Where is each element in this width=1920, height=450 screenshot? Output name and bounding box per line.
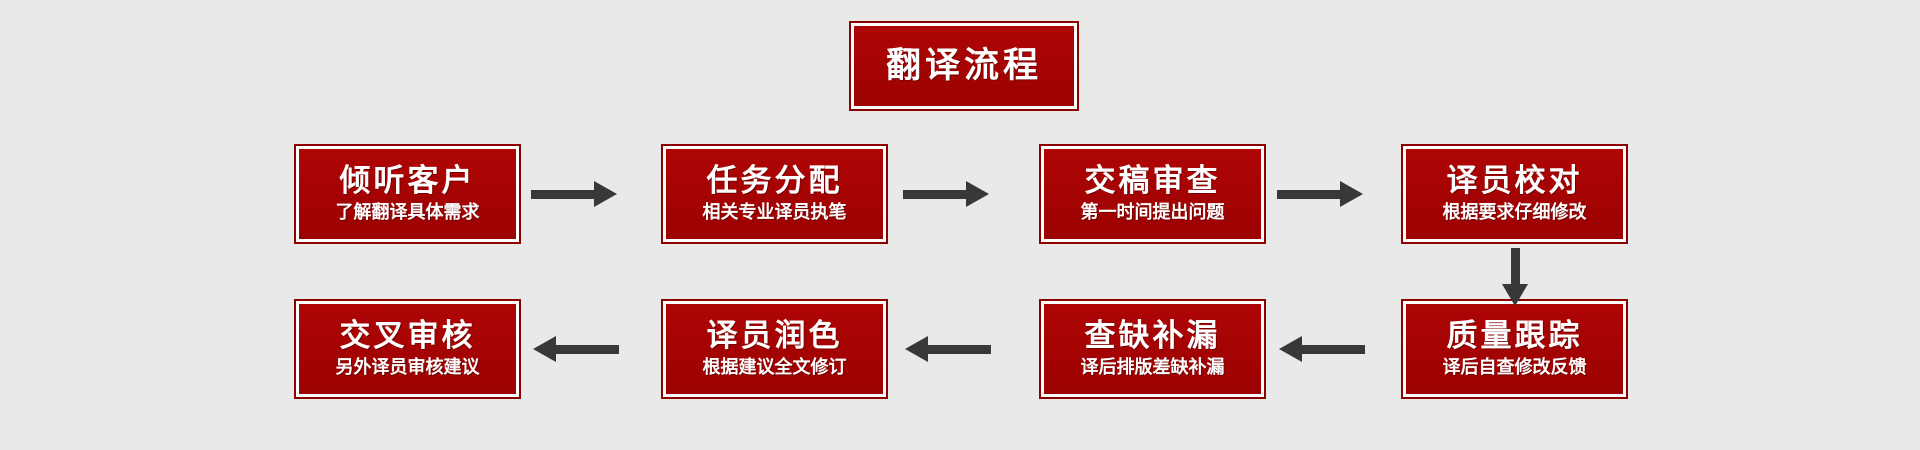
process-step-5-inner: 质量跟踪 译后自查修改反馈 [1406, 304, 1623, 394]
flowchart-title-text: 翻译流程 [885, 45, 1042, 86]
process-step-2[interactable]: 任务分配 相关专业译员执笔 [661, 144, 888, 244]
arrow-head [1340, 181, 1363, 207]
arrow-shaft [925, 345, 991, 354]
arrow-down-icon-step4-to-step5 [1502, 248, 1528, 306]
process-step-3-subtitle: 第一时间提出问题 [1080, 202, 1225, 223]
arrow-shaft [903, 190, 969, 199]
arrow-right-icon-step1-to-step2 [531, 181, 617, 207]
process-step-6-inner: 查缺补漏 译后排版差缺补漏 [1044, 304, 1261, 394]
arrow-shaft [531, 190, 597, 199]
process-step-3-inner: 交稿审查 第一时间提出问题 [1044, 149, 1261, 239]
process-step-3-title: 交稿审查 [1084, 163, 1221, 199]
arrow-head [533, 336, 556, 362]
process-step-7-title: 译员润色 [706, 318, 843, 354]
flowchart-title-box: 翻译流程 [849, 21, 1079, 111]
process-step-4-title: 译员校对 [1446, 163, 1583, 199]
process-step-4-subtitle: 根据要求仔细修改 [1442, 202, 1587, 223]
arrow-head [1502, 284, 1528, 306]
arrow-head [966, 181, 989, 207]
process-step-1-title: 倾听客户 [339, 163, 476, 199]
arrow-head [594, 181, 617, 207]
arrow-head [905, 336, 928, 362]
process-step-8-title: 交叉审核 [339, 318, 476, 354]
arrow-head [1279, 336, 1302, 362]
process-step-4-inner: 译员校对 根据要求仔细修改 [1406, 149, 1623, 239]
process-step-8[interactable]: 交叉审核 另外译员审核建议 [294, 299, 521, 399]
arrow-shaft [1277, 190, 1343, 199]
process-step-7-inner: 译员润色 根据建议全文修订 [666, 304, 883, 394]
process-step-5-title: 质量跟踪 [1446, 318, 1583, 354]
process-step-6[interactable]: 查缺补漏 译后排版差缺补漏 [1039, 299, 1266, 399]
process-step-1-subtitle: 了解翻译具体需求 [335, 202, 480, 223]
process-step-1-inner: 倾听客户 了解翻译具体需求 [299, 149, 516, 239]
process-step-5[interactable]: 质量跟踪 译后自查修改反馈 [1401, 299, 1628, 399]
flowchart-title-inner: 翻译流程 [854, 26, 1074, 106]
process-step-8-subtitle: 另外译员审核建议 [335, 357, 480, 378]
process-step-7[interactable]: 译员润色 根据建议全文修订 [661, 299, 888, 399]
process-step-2-inner: 任务分配 相关专业译员执笔 [666, 149, 883, 239]
arrow-left-icon-step5-to-step6 [1279, 336, 1365, 362]
process-step-6-title: 查缺补漏 [1084, 318, 1221, 354]
process-step-2-subtitle: 相关专业译员执笔 [702, 202, 847, 223]
process-step-6-subtitle: 译后排版差缺补漏 [1080, 357, 1225, 378]
arrow-left-icon-step6-to-step7 [905, 336, 991, 362]
arrow-right-icon-step2-to-step3 [903, 181, 989, 207]
process-step-2-title: 任务分配 [706, 163, 843, 199]
process-step-1[interactable]: 倾听客户 了解翻译具体需求 [294, 144, 521, 244]
process-step-5-subtitle: 译后自查修改反馈 [1442, 357, 1587, 378]
process-step-7-subtitle: 根据建议全文修订 [702, 357, 847, 378]
process-step-8-inner: 交叉审核 另外译员审核建议 [299, 304, 516, 394]
process-step-3[interactable]: 交稿审查 第一时间提出问题 [1039, 144, 1266, 244]
arrow-shaft [553, 345, 619, 354]
process-step-4[interactable]: 译员校对 根据要求仔细修改 [1401, 144, 1628, 244]
arrow-left-icon-step7-to-step8 [533, 336, 619, 362]
arrow-shaft [1511, 248, 1520, 286]
arrow-right-icon-step3-to-step4 [1277, 181, 1363, 207]
arrow-shaft [1299, 345, 1365, 354]
